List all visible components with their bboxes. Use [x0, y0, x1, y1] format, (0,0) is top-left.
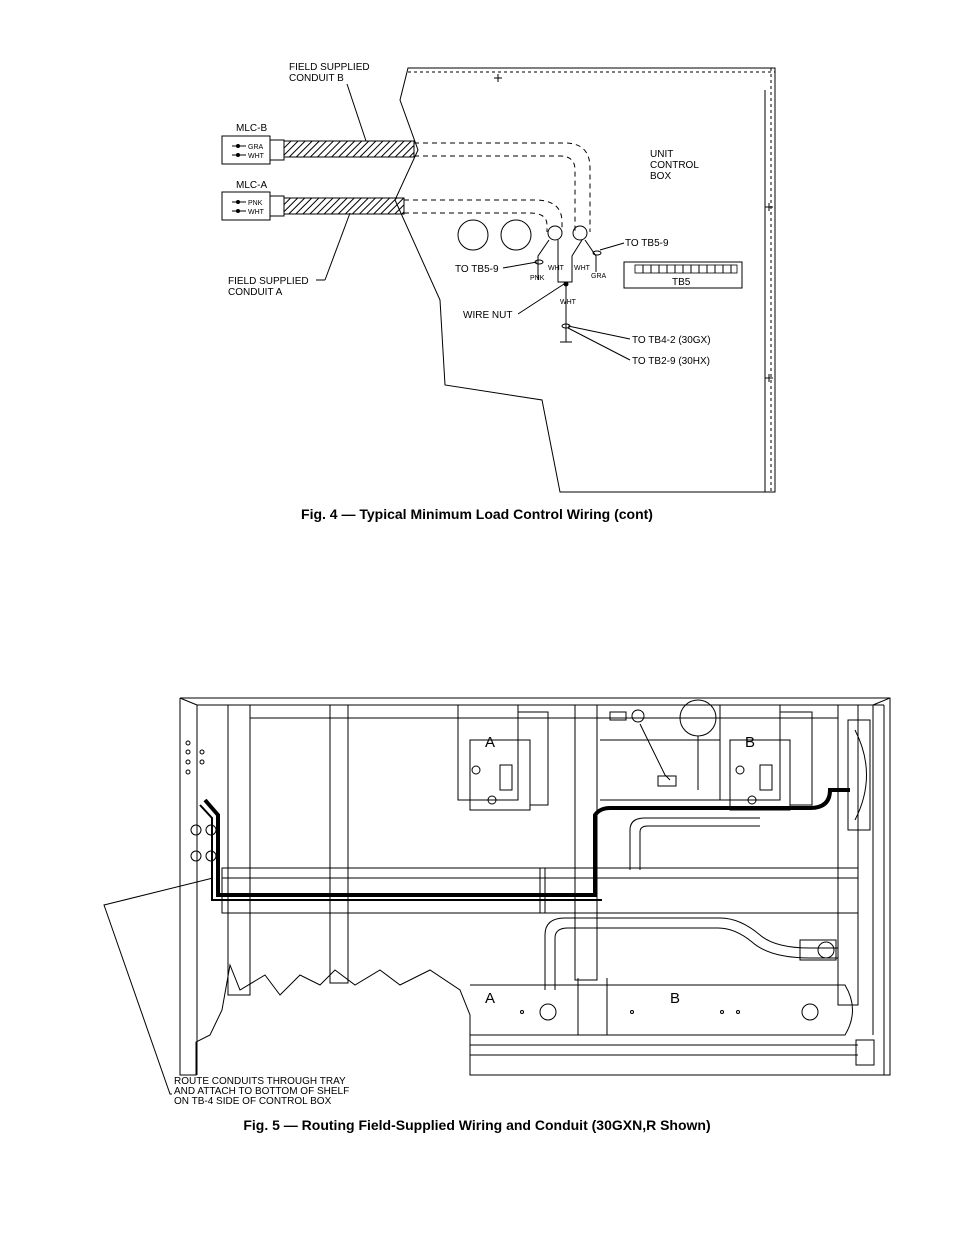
mlc-b-wire-gra: GRA: [248, 144, 264, 151]
mlc-a-label: MLC-A: [236, 180, 267, 191]
mlc-a-wire-pnk: PNK: [248, 200, 263, 207]
tb5-terminal-block: [623, 261, 743, 289]
to-tb5-9-right-label: TO TB5-9: [625, 238, 669, 249]
conduit-a-label-1: FIELD SUPPLIED: [228, 276, 309, 287]
figure-4-labels: FIELD SUPPLIED CONDUIT B MLC-B GRA WHT M…: [228, 62, 711, 367]
figure-4-diagram: [221, 67, 776, 493]
vessel-b-label: B: [670, 990, 680, 1007]
conduit-a-entry: [547, 225, 563, 241]
route-note-line-1: ROUTE CONDUITS THROUGH TRAY: [174, 1076, 346, 1087]
to-tb2-9-label: TO TB2-9 (30HX): [632, 356, 710, 367]
conduit-b-entry: [572, 225, 588, 241]
to-tb4-2-label: TO TB4-2 (30GX): [632, 335, 711, 346]
unit-control-box-label-3: BOX: [650, 171, 671, 182]
route-note-leader: [103, 877, 214, 1095]
wht-right-wire-label: WHT: [574, 265, 591, 272]
route-note-line-3: ON TB-4 SIDE OF CONTROL BOX: [174, 1096, 332, 1107]
unit-frame: [180, 697, 891, 1076]
unit-control-box-label-2: CONTROL: [650, 160, 699, 171]
field-conduit-route: [203, 788, 850, 897]
tb5-label: TB5: [672, 277, 691, 288]
conduit-a: [283, 197, 405, 215]
vessel-a-label: A: [485, 990, 495, 1007]
knockout-2: [500, 219, 532, 251]
svg-text:CONDUIT B: CONDUIT B: [289, 73, 344, 84]
figure-4-caption: Fig. 4 — Typical Minimum Load Control Wi…: [301, 506, 653, 522]
svg-text:FIELD SUPPLIED: FIELD SUPPLIED: [289, 62, 370, 73]
to-tb5-9-left-label: TO TB5-9: [455, 264, 499, 275]
unit-control-box-outline: [394, 67, 776, 493]
wire-nut: [563, 281, 569, 287]
cooler-vessel: [470, 984, 853, 1036]
compressor-a-label: A: [485, 734, 495, 751]
compressor-b-label: B: [745, 734, 755, 751]
compressor-b: [719, 704, 781, 801]
gra-wire-label: GRA: [591, 273, 607, 280]
figure-5-labels: A B A B ROUTE CONDUITS THROUGH TRAY AND …: [174, 734, 755, 1107]
pnk-wire-label: PNK: [530, 275, 545, 282]
conduit-b-label-1: FIELD SUPPLIED: [289, 62, 370, 73]
route-note-line-2: AND ATTACH TO BOTTOM OF SHELF: [174, 1086, 349, 1097]
conduit-b-label-2: CONDUIT B: [289, 73, 344, 84]
knockout-1: [457, 219, 489, 251]
conduit-a-label-2: CONDUIT A: [228, 287, 283, 298]
figure-5-caption: Fig. 5 — Routing Field-Supplied Wiring a…: [243, 1117, 711, 1133]
mlc-a-wire-wht: WHT: [248, 209, 265, 216]
mlc-b-wire-wht: WHT: [248, 153, 265, 160]
wht-bottom-wire-label: WHT: [560, 299, 577, 306]
wht-left-wire-label: WHT: [548, 265, 565, 272]
unit-control-box-label-1: UNIT: [650, 149, 673, 160]
compressor-a: [457, 704, 519, 801]
mlc-b-label: MLC-B: [236, 123, 267, 134]
wire-nut-label: WIRE NUT: [463, 310, 512, 321]
figure-5-diagram: [103, 697, 891, 1095]
conduit-b: [283, 140, 415, 158]
